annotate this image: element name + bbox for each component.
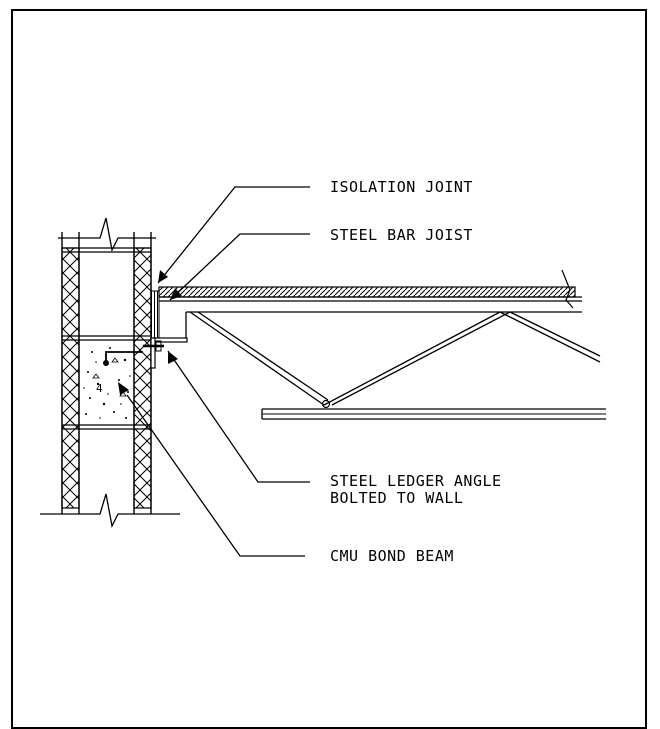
wall-joist-detail-drawing: 4 (40, 178, 606, 565)
steel-ledger-angle (143, 337, 188, 369)
cmu-bond-beam-grout: 4 (83, 347, 143, 419)
rebar-dot (103, 360, 109, 366)
label-cmu-bond-beam: CMU BOND BEAM (330, 547, 454, 565)
steel-bar-joist (158, 269, 606, 420)
isolation-joint-filler (150, 290, 160, 340)
label-steel-ledger-angle: STEEL LEDGER ANGLE (330, 472, 502, 490)
label-isolation-joint: ISOLATION JOINT (330, 178, 473, 196)
leader-lines (126, 186, 310, 557)
cmu-wall (40, 217, 180, 529)
label-bolted-to-wall: BOLTED TO WALL (330, 489, 463, 507)
label-steel-bar-joist: STEEL BAR JOIST (330, 226, 473, 244)
leader-arrowheads (118, 270, 182, 395)
rebar-hook (105, 351, 143, 362)
rebar-callout: 4 (96, 382, 103, 395)
